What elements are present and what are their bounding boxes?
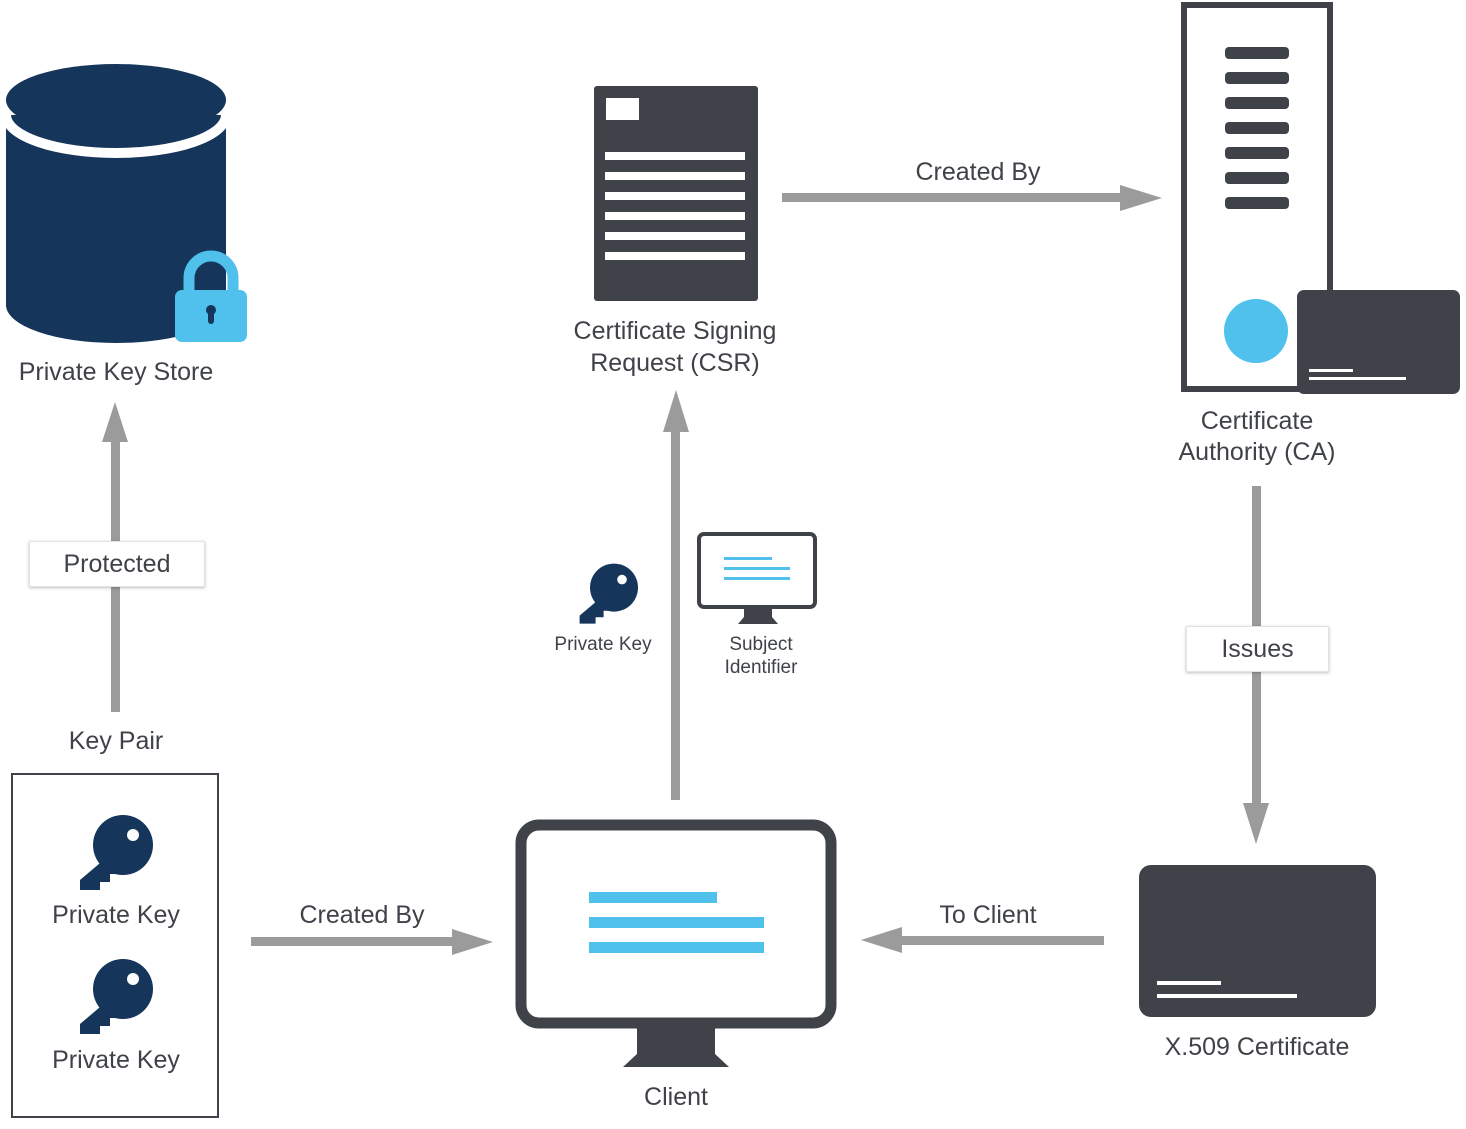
x509-certificate-icon (1139, 865, 1376, 1017)
arrow-keypair-created-by (251, 929, 493, 955)
key-icon (579, 563, 638, 624)
subject-identifier-monitor-icon (697, 532, 817, 624)
client-monitor-icon (515, 819, 837, 1067)
protected-edge-label: Protected (29, 541, 205, 587)
key-pair-private-key-label: Private Key (52, 1046, 180, 1074)
arrow-csr-created-by (782, 185, 1162, 211)
document-icon (594, 86, 758, 301)
csr-created-by-edge-label: Created By (915, 158, 1041, 186)
subject-identifier-label-line1: Subject (729, 634, 793, 655)
key-pair-label: Key Pair (68, 727, 164, 755)
csr-private-key-label: Private Key (554, 634, 652, 655)
arrow-to-client (861, 927, 1104, 953)
key-pair-box (11, 773, 219, 1118)
client-label: Client (644, 1083, 708, 1111)
private-key-store-label: Private Key Store (18, 358, 214, 386)
issues-edge-label: Issues (1186, 626, 1329, 672)
key-pair-private-key-label: Private Key (52, 901, 180, 929)
key-icon (80, 959, 153, 1034)
lock-icon (175, 250, 247, 342)
to-client-edge-label: To Client (939, 901, 1037, 929)
csr-label-line2: Request (CSR) (590, 349, 760, 377)
x509-certificate-label: X.509 Certificate (1164, 1033, 1350, 1061)
csr-label-line1: Certificate Signing (573, 317, 777, 345)
ca-label-line2: Authority (CA) (1178, 438, 1336, 466)
arrow-csr-from-client (663, 390, 689, 800)
database-icon (1, 64, 231, 343)
certificate-card-icon (1297, 290, 1460, 394)
key-icon (80, 815, 153, 890)
subject-identifier-label-line2: Identifier (724, 657, 798, 678)
ca-label-line1: Certificate (1200, 407, 1314, 435)
keypair-created-by-edge-label: Created By (299, 901, 425, 929)
